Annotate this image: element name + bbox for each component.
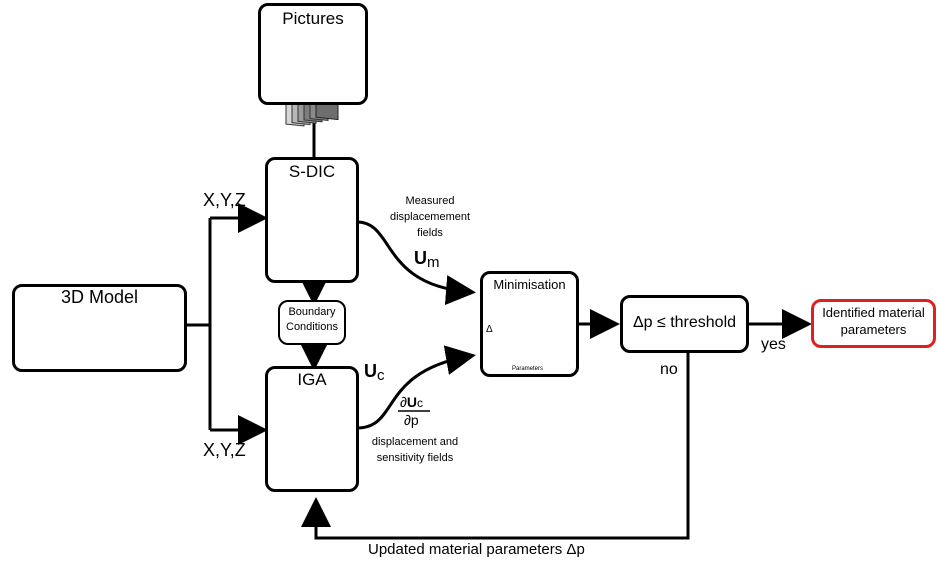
sensitivity-line-2: sensitivity fields [376,452,454,464]
xyz-bottom-label: X,Y,Z [203,440,246,460]
uc-label: Uc [364,361,385,384]
minimisation-box [480,271,579,377]
iga-label: IGA [297,370,327,389]
sdic-label: S-DIC [288,162,336,181]
no-label: no [660,361,678,378]
pictures-box [258,3,368,105]
deriv-num-c: c [417,396,424,410]
um-label: Um [414,248,440,271]
measured-line-3: fields [417,227,443,239]
updated-parameters-label: Updated material parameters Δp [368,541,585,558]
sdic-box [265,157,359,283]
measured-line-1: Measured [405,195,455,207]
minimisation-label: Minimisation [493,277,566,292]
uc-sub: c [377,367,385,384]
um-arrow [356,220,476,306]
deriv-num-u: U [406,394,418,410]
derivative-denominator: ∂p [404,412,419,428]
model-label: 3D Model [60,287,139,307]
measured-line-2: displacemement [389,211,471,223]
xyz-top-label: X,Y,Z [203,190,246,210]
minimisation-plot-xlabel: Parameters [512,366,544,372]
uc-base: U [364,361,377,381]
threshold-box [620,295,749,353]
identified-line-2: parameters [840,322,907,337]
uc-arrow [356,345,476,430]
model-box [12,284,187,372]
iga-box [265,366,359,492]
pictures-label: Pictures [282,9,344,28]
um-base: U [414,248,427,268]
boundary-conditions-box [278,300,346,345]
um-sub: m [427,254,440,271]
deriv-num-partial: ∂ [400,394,407,410]
yes-label: yes [761,336,786,353]
sensitivity-line-1: displacement and [371,436,459,448]
minimisation-plot-ylabel: Δ [486,324,493,335]
threshold-label: Δp ≤ threshold [632,314,737,331]
identified-line-1: Identified material [822,305,925,320]
identified-parameters-box [811,299,936,348]
boundary-line-1: Boundary [288,306,336,318]
no-feedback-loop [301,352,690,540]
derivative-numerator: ∂Uc [400,394,423,411]
boundary-line-2: Conditions [286,321,338,333]
